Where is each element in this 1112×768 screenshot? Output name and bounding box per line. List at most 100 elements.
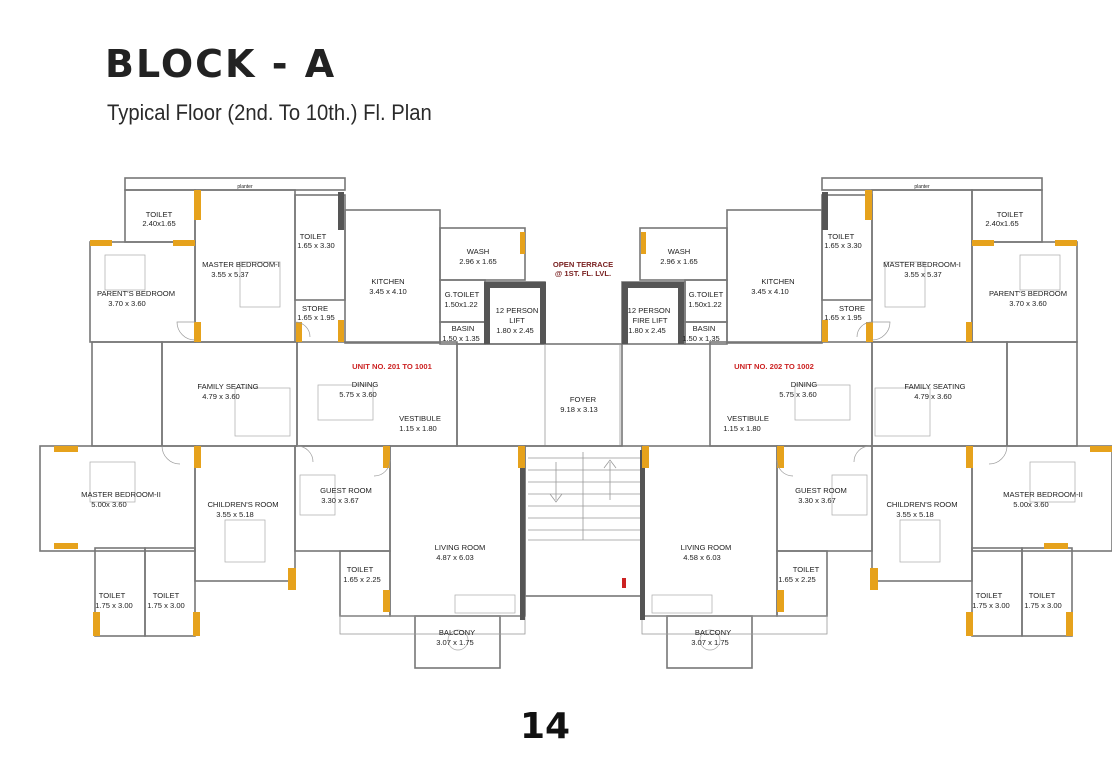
room-vestibule-dim-right: 1.15 x 1.80 <box>723 424 761 433</box>
room-toilet-2-label: TOILET <box>300 232 327 241</box>
room-vestibule-dim: 1.15 x 1.80 <box>399 424 437 433</box>
room-toilet-5-dim-right: 1.75 x 3.00 <box>1024 601 1062 610</box>
room-store-label-right: STORE <box>839 304 865 313</box>
room-toilet-2-dim: 1.65 x 3.30 <box>297 241 335 250</box>
central-core <box>338 192 828 620</box>
room-master-bedroom-1-dim: 3.55 x 5.37 <box>211 270 249 279</box>
room-toilet-3-dim: 1.65 x 2.25 <box>343 575 381 584</box>
room-dining-label: DINING <box>352 380 379 389</box>
room-parents-bedroom-dim: 3.70 x 3.60 <box>108 299 146 308</box>
room-toilet-label-right: TOILET <box>997 210 1024 219</box>
room-kitchen-dim: 3.45 x 4.10 <box>369 287 407 296</box>
room-family-seating-dim-right: 4.79 x 3.60 <box>914 392 952 401</box>
right-unit-labels: planter TOILET 2.40x1.65 MASTER BEDROOM-… <box>660 184 1083 647</box>
room-master-bedroom-2-label: MASTER BEDROOM-II <box>81 490 161 499</box>
room-basin-dim: 1.50 x 1.35 <box>442 334 480 343</box>
room-childrens-room-label: CHILDREN'S ROOM <box>207 500 278 509</box>
room-gtoilet-dim-right: 1.50x1.22 <box>688 300 721 309</box>
room-toilet-2-label-right: TOILET <box>828 232 855 241</box>
planter-label: planter <box>237 184 253 190</box>
room-balcony-label-right: BALCONY <box>695 628 731 637</box>
fire-lift-label: 12 PERSON <box>628 306 671 315</box>
room-vestibule-label-right: VESTIBULE <box>727 414 769 423</box>
room-toilet-label: TOILET <box>146 210 173 219</box>
room-balcony-label: BALCONY <box>439 628 475 637</box>
room-family-seating-label: FAMILY SEATING <box>197 382 258 391</box>
room-living-room-dim: 4.87 x 6.03 <box>436 553 474 562</box>
room-store-label: STORE <box>302 304 328 313</box>
room-store-dim-right: 1.65 x 1.95 <box>824 313 862 322</box>
room-gtoilet-label-right: G.TOILET <box>689 290 724 299</box>
right-unit-walls <box>621 177 1112 669</box>
lift-dim: 1.80 x 2.45 <box>496 326 534 335</box>
unit-label-left: UNIT NO. 201 TO 1001 <box>352 362 432 371</box>
room-toilet-4-dim: 1.75 x 3.00 <box>95 601 133 610</box>
room-dining-label-right: DINING <box>791 380 818 389</box>
lift-label-2: LIFT <box>509 316 525 325</box>
page-title: BLOCK - A <box>105 42 337 86</box>
room-childrens-room-label-right: CHILDREN'S ROOM <box>886 500 957 509</box>
room-toilet-5-label: TOILET <box>153 591 180 600</box>
room-parents-bedroom-dim-right: 3.70 x 3.60 <box>1009 299 1047 308</box>
room-family-seating-label-right: FAMILY SEATING <box>904 382 965 391</box>
room-family-seating-dim: 4.79 x 3.60 <box>202 392 240 401</box>
fire-lift-dim: 1.80 x 2.45 <box>628 326 666 335</box>
room-vestibule-label: VESTIBULE <box>399 414 441 423</box>
room-basin-label: BASIN <box>452 324 475 333</box>
page-number: 14 <box>520 706 571 747</box>
room-wash-label: WASH <box>467 247 490 256</box>
room-guest-room-dim-right: 3.30 x 3.67 <box>798 496 836 505</box>
room-living-room-dim-right: 4.58 x 6.03 <box>683 553 721 562</box>
room-toilet-3-dim-right: 1.65 x 2.25 <box>778 575 816 584</box>
room-toilet-4-dim-right: 1.75 x 3.00 <box>972 601 1010 610</box>
room-guest-room-dim: 3.30 x 3.67 <box>321 496 359 505</box>
room-balcony-dim-right: 3.07 x 1.75 <box>691 638 729 647</box>
planter-label-right: planter <box>914 184 930 190</box>
room-kitchen-dim-right: 3.45 x 4.10 <box>751 287 789 296</box>
room-toilet-4-label: TOILET <box>99 591 126 600</box>
room-childrens-room-dim: 3.55 x 5.18 <box>216 510 254 519</box>
room-wash-dim: 2.96 x 1.65 <box>459 257 497 266</box>
room-guest-room-label: GUEST ROOM <box>320 486 372 495</box>
foyer-label: FOYER <box>570 395 597 404</box>
room-toilet-3-label-right: TOILET <box>793 565 820 574</box>
lift-label: 12 PERSON <box>496 306 539 315</box>
room-master-bedroom-1-label: MASTER BEDROOM-I <box>202 260 280 269</box>
staircase <box>528 452 640 541</box>
room-toilet-dim: 2.40x1.65 <box>142 219 175 228</box>
room-childrens-room-dim-right: 3.55 x 5.18 <box>896 510 934 519</box>
left-unit-labels: planter TOILET 2.40x1.65 MASTER BEDROOM-… <box>81 184 497 647</box>
room-master-bedroom-1-dim-right: 3.55 x 5.37 <box>904 270 942 279</box>
fixtures <box>89 254 1076 651</box>
fire-lift-label-2: FIRE LIFT <box>632 316 667 325</box>
open-terrace-level: @ 1ST. FL. LVL. <box>555 269 611 278</box>
room-living-room-label-right: LIVING ROOM <box>681 543 732 552</box>
room-living-room-label: LIVING ROOM <box>435 543 486 552</box>
room-dining-dim: 5.75 x 3.60 <box>339 390 377 399</box>
left-unit-walls <box>39 177 546 669</box>
room-master-bedroom-2-dim-right: 5.00x 3.60 <box>1013 500 1048 509</box>
room-gtoilet-dim: 1.50x1.22 <box>444 300 477 309</box>
foyer-dim: 9.18 x 3.13 <box>560 405 598 414</box>
room-kitchen-label: KITCHEN <box>371 277 404 286</box>
room-kitchen-label-right: KITCHEN <box>761 277 794 286</box>
room-wash-dim-right: 2.96 x 1.65 <box>660 257 698 266</box>
room-toilet-dim-right: 2.40x1.65 <box>985 219 1018 228</box>
room-toilet-3-label: TOILET <box>347 565 374 574</box>
room-dining-dim-right: 5.75 x 3.60 <box>779 390 817 399</box>
room-balcony-dim: 3.07 x 1.75 <box>436 638 474 647</box>
room-guest-room-label-right: GUEST ROOM <box>795 486 847 495</box>
room-master-bedroom-1-label-right: MASTER BEDROOM-I <box>883 260 961 269</box>
room-master-bedroom-2-dim: 5.00x 3.60 <box>91 500 126 509</box>
room-gtoilet-label: G.TOILET <box>445 290 480 299</box>
room-wash-label-right: WASH <box>668 247 691 256</box>
unit-label-right: UNIT NO. 202 TO 1002 <box>734 362 814 371</box>
room-parents-bedroom-label-right: PARENT'S BEDROOM <box>989 289 1067 298</box>
columns <box>54 190 1112 636</box>
room-toilet-5-label-right: TOILET <box>1029 591 1056 600</box>
room-basin-label-right: BASIN <box>693 324 716 333</box>
room-toilet-5-dim: 1.75 x 3.00 <box>147 601 185 610</box>
core-labels: OPEN TERRACE @ 1ST. FL. LVL. 12 PERSON L… <box>496 260 671 414</box>
room-toilet-2-dim-right: 1.65 x 3.30 <box>824 241 862 250</box>
